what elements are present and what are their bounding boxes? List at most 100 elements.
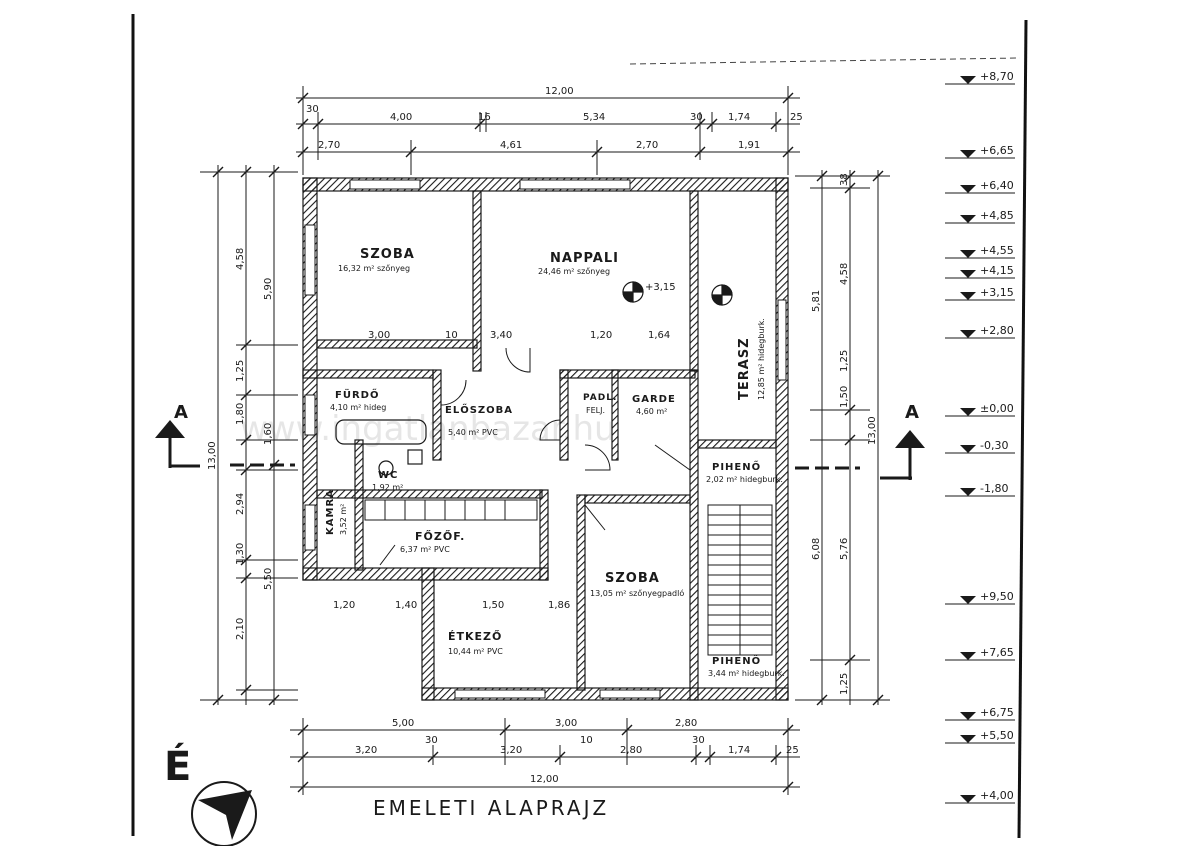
dim-bottom-r1-1: 3,00	[555, 718, 577, 729]
dim-top-r1-3: 5,34	[583, 112, 605, 123]
section-mark-right: A	[880, 402, 925, 480]
door-swings	[379, 347, 691, 566]
dim-left-9: 13,00	[207, 441, 218, 470]
level-label: +4,55	[980, 244, 1014, 257]
room-szoba1-name: SZOBA	[360, 247, 415, 262]
room-kamra-info: 3,52 m²	[339, 504, 348, 535]
dim-top-r1-2: 16	[478, 112, 491, 123]
dim-bottom-r1-0: 5,00	[392, 718, 414, 729]
room-piheno2-info: 3,44 m² hidegburk.	[708, 669, 785, 678]
level-markers	[622, 281, 733, 306]
top-dimensions	[296, 86, 800, 175]
interior-dim-1: 10	[445, 330, 458, 341]
level-mark: +3,15	[945, 286, 1015, 301]
bath-fixtures	[335, 419, 427, 476]
level-mark: -0,30	[945, 439, 1015, 454]
room-terasz-name: TERASZ	[737, 337, 752, 400]
interior-dim-7: 1,50	[482, 600, 504, 611]
level-scale: +8,70 +6,65 +6,40 +4,85 +4,55 +4,15 +3,15 +2,80…	[945, 70, 1015, 804]
dim-top-r2-2: 2,70	[636, 140, 658, 151]
room-padlas-name: PADL.	[583, 393, 617, 403]
dim-right-5: 6,08	[811, 538, 822, 560]
room-furdo-info: 4,10 m² hideg	[330, 403, 386, 412]
dim-left-2: 1,25	[235, 360, 246, 382]
room-eloszoba-info: 5,40 m² PVC	[448, 428, 498, 437]
level-mark: +4,15	[945, 264, 1015, 279]
room-nappali-name: NAPPALI	[550, 251, 619, 266]
dim-top-total: 12,00	[545, 86, 574, 97]
level-label: +4,15	[980, 264, 1014, 277]
dim-top-r1-0: 30	[306, 104, 319, 115]
room-szoba2-name: SZOBA	[605, 571, 660, 586]
dim-left-7: 5,50	[263, 568, 274, 590]
room-piheno1-info: 2,02 m² hidegburk.	[706, 475, 783, 484]
right-dimensions	[795, 170, 890, 705]
level-mark: +4,85	[945, 209, 1015, 224]
dim-left-4: 1,60	[263, 423, 274, 445]
dim-left-8: 2,10	[235, 618, 246, 640]
north-letter: É	[164, 742, 191, 790]
room-eloszoba-name: ELŐSZOBA	[445, 402, 513, 416]
interior-dim-2: 3,40	[490, 330, 512, 341]
dim-left-1: 5,90	[263, 278, 274, 300]
dim-top-r1-1: 4,00	[390, 112, 412, 123]
room-wc-name: WC	[378, 470, 398, 481]
kitchen-counter	[364, 499, 538, 521]
windows	[304, 179, 787, 699]
interior-dim-5: 1,20	[333, 600, 355, 611]
room-kamra-name: KAMRA	[325, 489, 336, 535]
dim-bottom-r2-1: 30	[425, 735, 438, 746]
room-garde-info: 4,60 m²	[636, 407, 667, 416]
dim-bottom-r2-3: 10	[580, 735, 593, 746]
room-fozo-info: 6,37 m² PVC	[400, 545, 450, 554]
bottom-dimensions	[290, 718, 800, 795]
level-label: +4,00	[980, 789, 1014, 802]
level-label: +6,40	[980, 179, 1014, 192]
dim-left-0: 4,58	[235, 248, 246, 270]
level-label: -0,30	[980, 439, 1008, 452]
level-mark: +4,55	[945, 244, 1015, 259]
dim-bottom-r2-7: 25	[786, 745, 799, 756]
room-terasz-info: 12,85 m² hidegburk.	[757, 318, 766, 400]
level-mark: +2,80	[945, 324, 1015, 339]
room-nappali-info: 24,46 m² szőnyeg	[538, 267, 610, 276]
dim-top-r1-5: 1,74	[728, 112, 750, 123]
section-mark-right-label: A	[905, 402, 919, 423]
room-szoba1-info: 16,32 m² szőnyeg	[338, 264, 410, 273]
level-label: +9,50	[980, 590, 1014, 603]
dim-right-6: 5,76	[839, 538, 850, 560]
level-mark: +9,50	[945, 590, 1015, 605]
dim-right-8: 13,00	[867, 416, 878, 445]
level-label: +8,70	[980, 70, 1014, 83]
dim-left-6: 1,30	[235, 543, 246, 565]
interior-dim-6: 1,40	[395, 600, 417, 611]
level-mark: +6,40	[945, 179, 1015, 194]
level-label: -1,80	[980, 482, 1008, 495]
dim-top-r1-4: 30	[690, 112, 703, 123]
dim-top-r2-0: 2,70	[318, 140, 340, 151]
left-dimensions	[200, 165, 298, 705]
interior-dim-4: 1,64	[648, 330, 670, 341]
drawing-title: EMELETI ALAPRAJZ	[373, 796, 609, 820]
dim-top-r2-3: 1,91	[738, 140, 760, 151]
dim-top-r2-1: 4,61	[500, 140, 522, 151]
dim-right-1: 4,58	[839, 263, 850, 285]
level-mark: +6,65	[945, 144, 1015, 159]
dim-bottom-r2-4: 2,80	[620, 745, 642, 756]
level-mark: +4,00	[945, 789, 1015, 804]
level-label: +6,75	[980, 706, 1014, 719]
section-mark-left: A	[155, 402, 200, 468]
dim-bottom-r2-0: 3,20	[355, 745, 377, 756]
room-piheno1-name: PIHENŐ	[712, 459, 761, 473]
room-padlas-info: FELJ.	[586, 406, 605, 415]
level-mark: -1,80	[945, 482, 1015, 497]
dim-right-0: 38	[839, 173, 850, 186]
dim-top-r1-6: 25	[790, 112, 803, 123]
level-label: +4,85	[980, 209, 1014, 222]
level-label: +3,15	[980, 286, 1014, 299]
dim-left-5: 2,94	[235, 493, 246, 515]
level-mark: +6,75	[945, 706, 1015, 721]
room-fozo-name: FŐZŐF.	[415, 529, 465, 543]
dim-bottom-r2-6: 1,74	[728, 745, 750, 756]
level-label: +2,80	[980, 324, 1014, 337]
